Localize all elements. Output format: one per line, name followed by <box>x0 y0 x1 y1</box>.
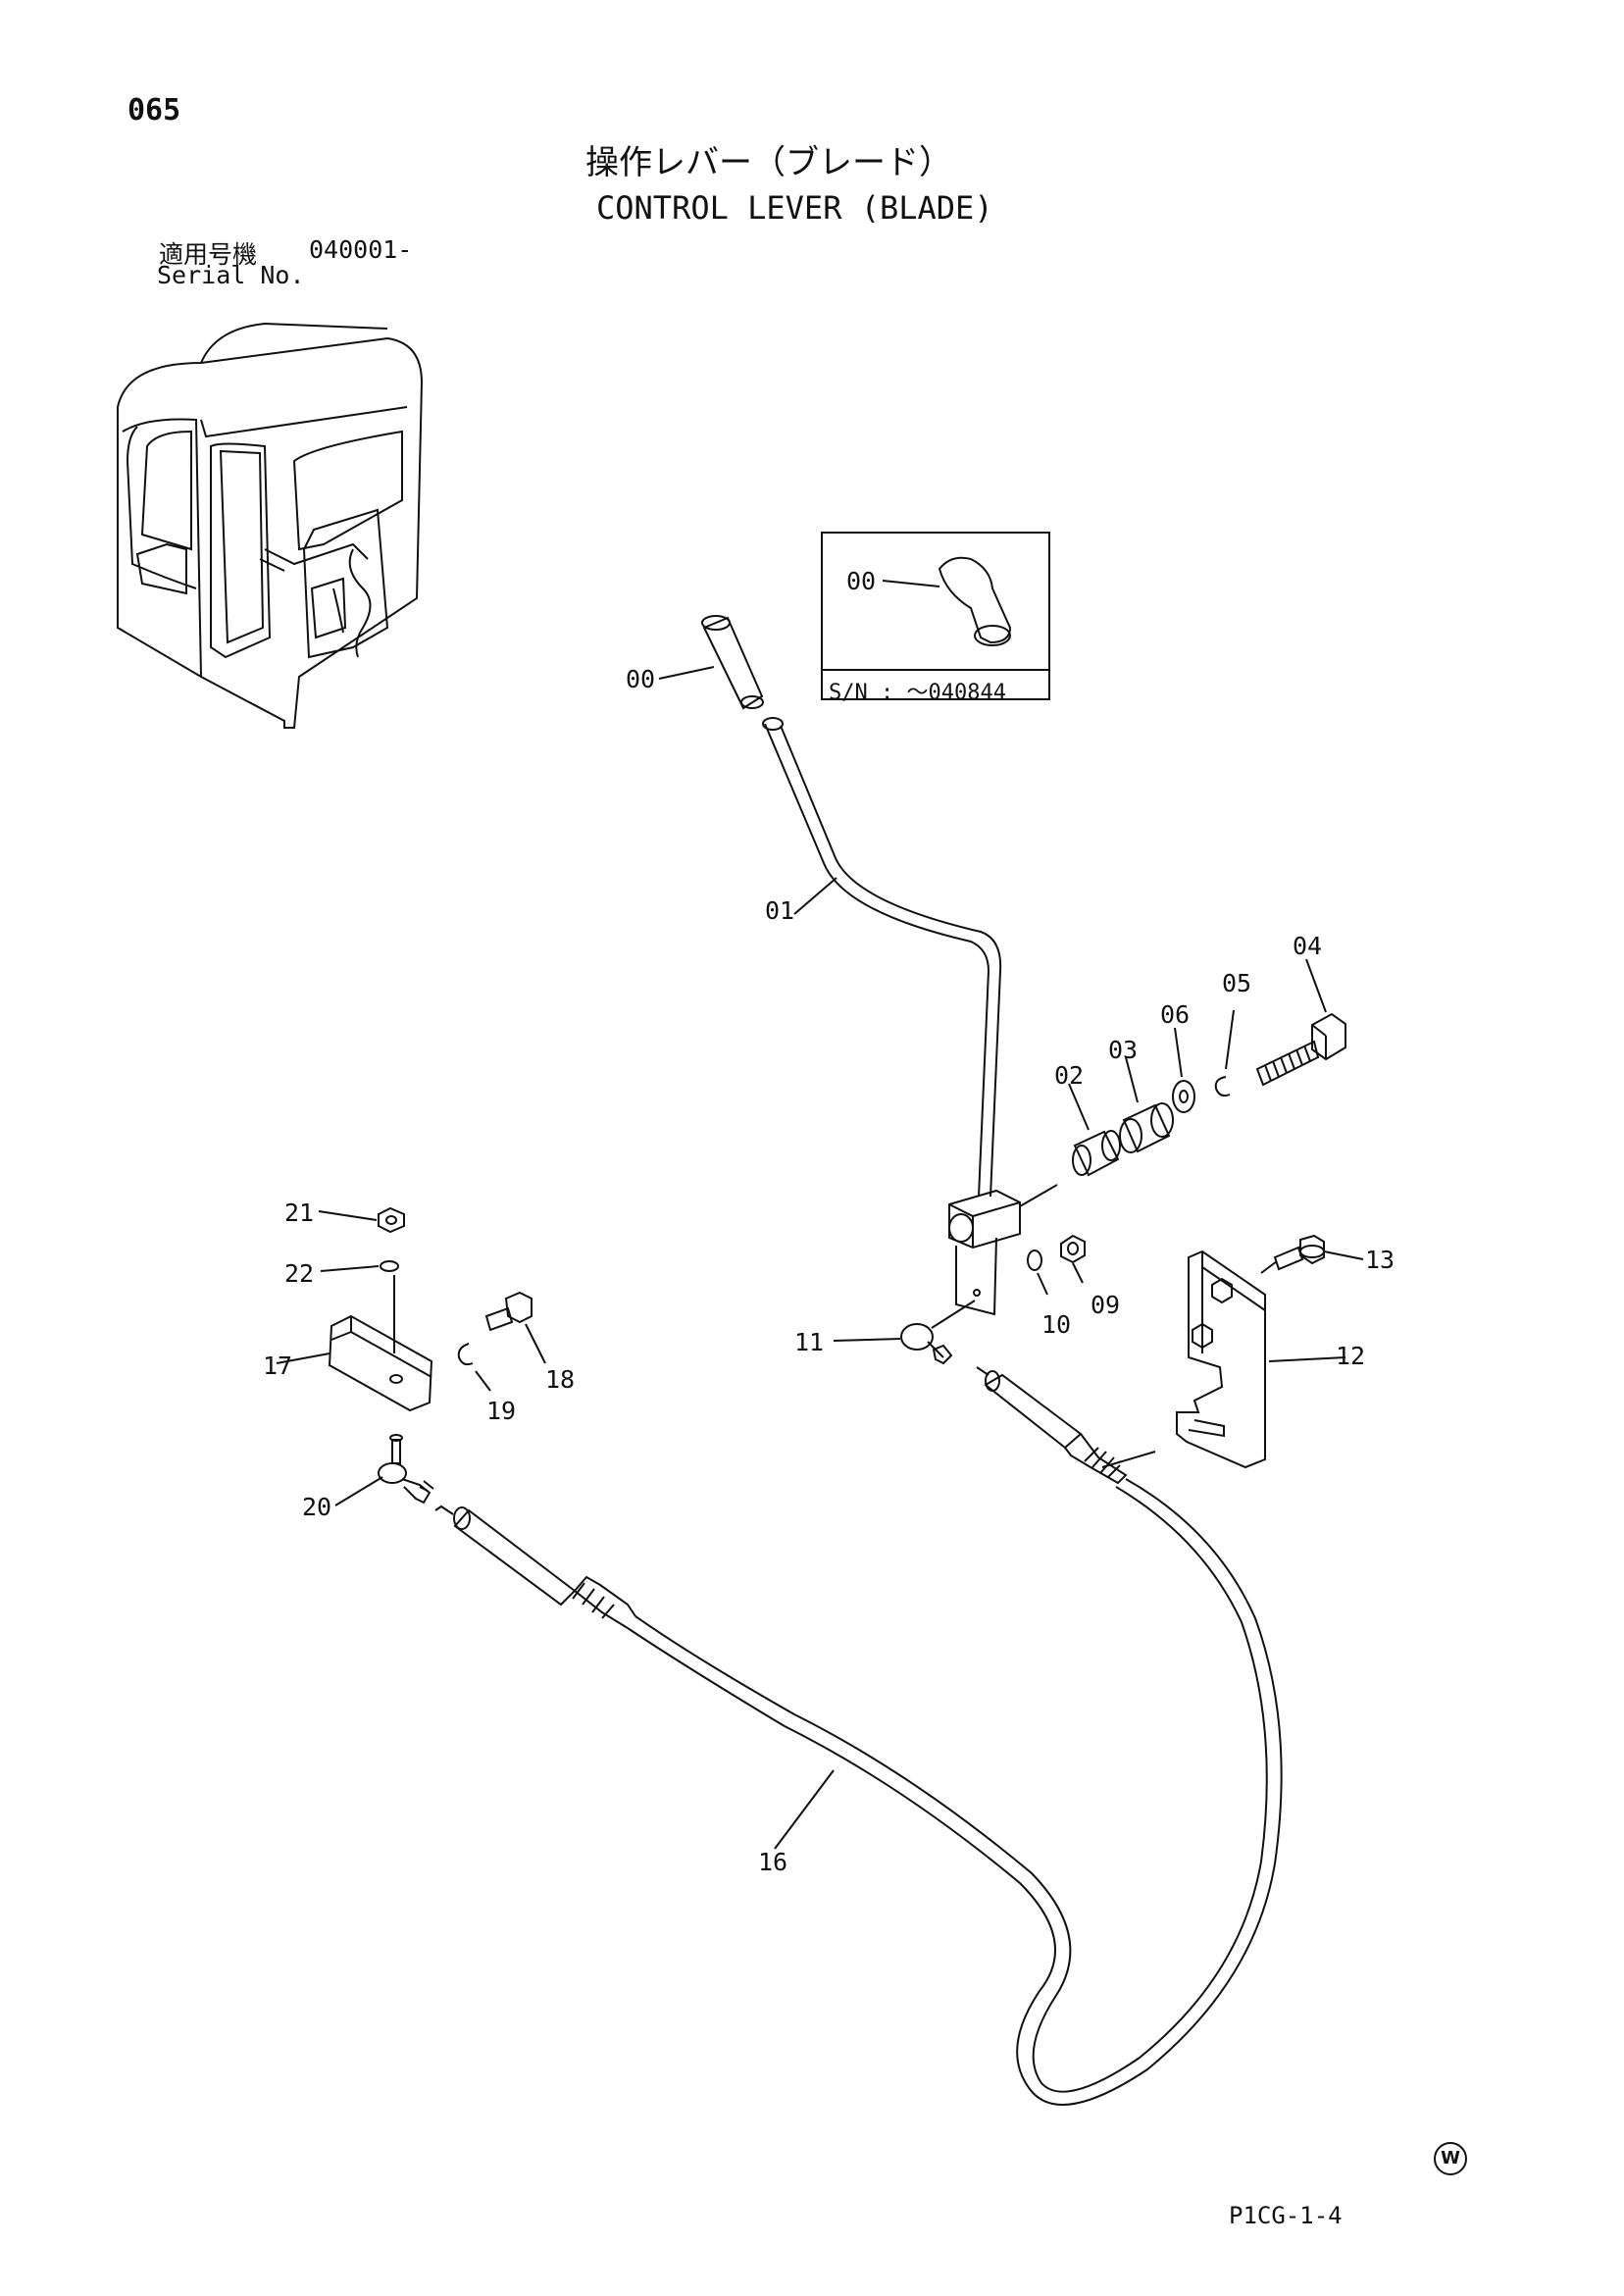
nut-21 <box>318 1206 405 1234</box>
page-number: 065 <box>127 93 181 128</box>
part-label-17: 17 <box>263 1352 293 1380</box>
part-label-03: 03 <box>1108 1036 1139 1064</box>
part-label-19: 19 <box>486 1397 517 1425</box>
lever-knob <box>658 615 764 710</box>
part-label-13: 13 <box>1365 1246 1396 1274</box>
part-label-06: 06 <box>1160 1000 1191 1029</box>
spring-washer-05 <box>1214 1009 1235 1097</box>
title-japanese: 操作レバー（ブレード） <box>585 143 952 182</box>
title-english: CONTROL LEVER (BLADE) <box>596 189 993 227</box>
part-label-11: 11 <box>794 1328 825 1356</box>
lever-rod <box>762 717 1002 1198</box>
washer-10 <box>1027 1250 1048 1296</box>
part-label-20: 20 <box>302 1493 332 1521</box>
part-label-05: 05 <box>1222 969 1252 997</box>
bolt-18 <box>484 1291 546 1364</box>
part-label-09: 09 <box>1091 1291 1121 1319</box>
serial-value: 040001- <box>309 235 413 264</box>
part-label-01: 01 <box>765 896 795 925</box>
pivot-block <box>948 1184 1058 1316</box>
washer-22 <box>320 1260 399 1272</box>
ball-joint-11 <box>833 1300 976 1365</box>
inset-box <box>821 532 1050 700</box>
part-label-16: 16 <box>758 1848 788 1876</box>
part-label-21: 21 <box>284 1199 315 1227</box>
part-label-02: 02 <box>1054 1061 1085 1090</box>
w-mark-icon: W <box>1434 2142 1467 2175</box>
bracket-17 <box>276 1275 433 1412</box>
cable-16 <box>434 1366 1283 2106</box>
part-label-18: 18 <box>545 1365 576 1394</box>
part-label-12: 12 <box>1336 1342 1366 1370</box>
washer-06 <box>1172 1027 1195 1113</box>
washer-19 <box>457 1343 491 1392</box>
serial-label-english: Serial No. <box>157 261 305 289</box>
part-label-04: 04 <box>1293 932 1323 960</box>
bushing-03 <box>1119 1056 1174 1153</box>
serial-label-japanese: 適用号機 <box>159 240 258 269</box>
bracket-12 <box>1176 1250 1346 1469</box>
bolt-13 <box>1260 1234 1364 1274</box>
part-label-inset-00: 00 <box>846 567 877 595</box>
part-label-00: 00 <box>626 665 656 693</box>
page-code: P1CG-1-4 <box>1229 2202 1343 2229</box>
nut-09 <box>1060 1234 1086 1284</box>
inset-serial-note: S/N : ～040844 <box>829 681 1006 705</box>
ball-joint-20 <box>334 1434 434 1506</box>
cab-illustration <box>117 322 424 729</box>
bolt-04 <box>1255 958 1346 1087</box>
part-label-10: 10 <box>1041 1310 1072 1339</box>
part-label-22: 22 <box>284 1259 315 1288</box>
bushing-02 <box>1068 1083 1121 1177</box>
